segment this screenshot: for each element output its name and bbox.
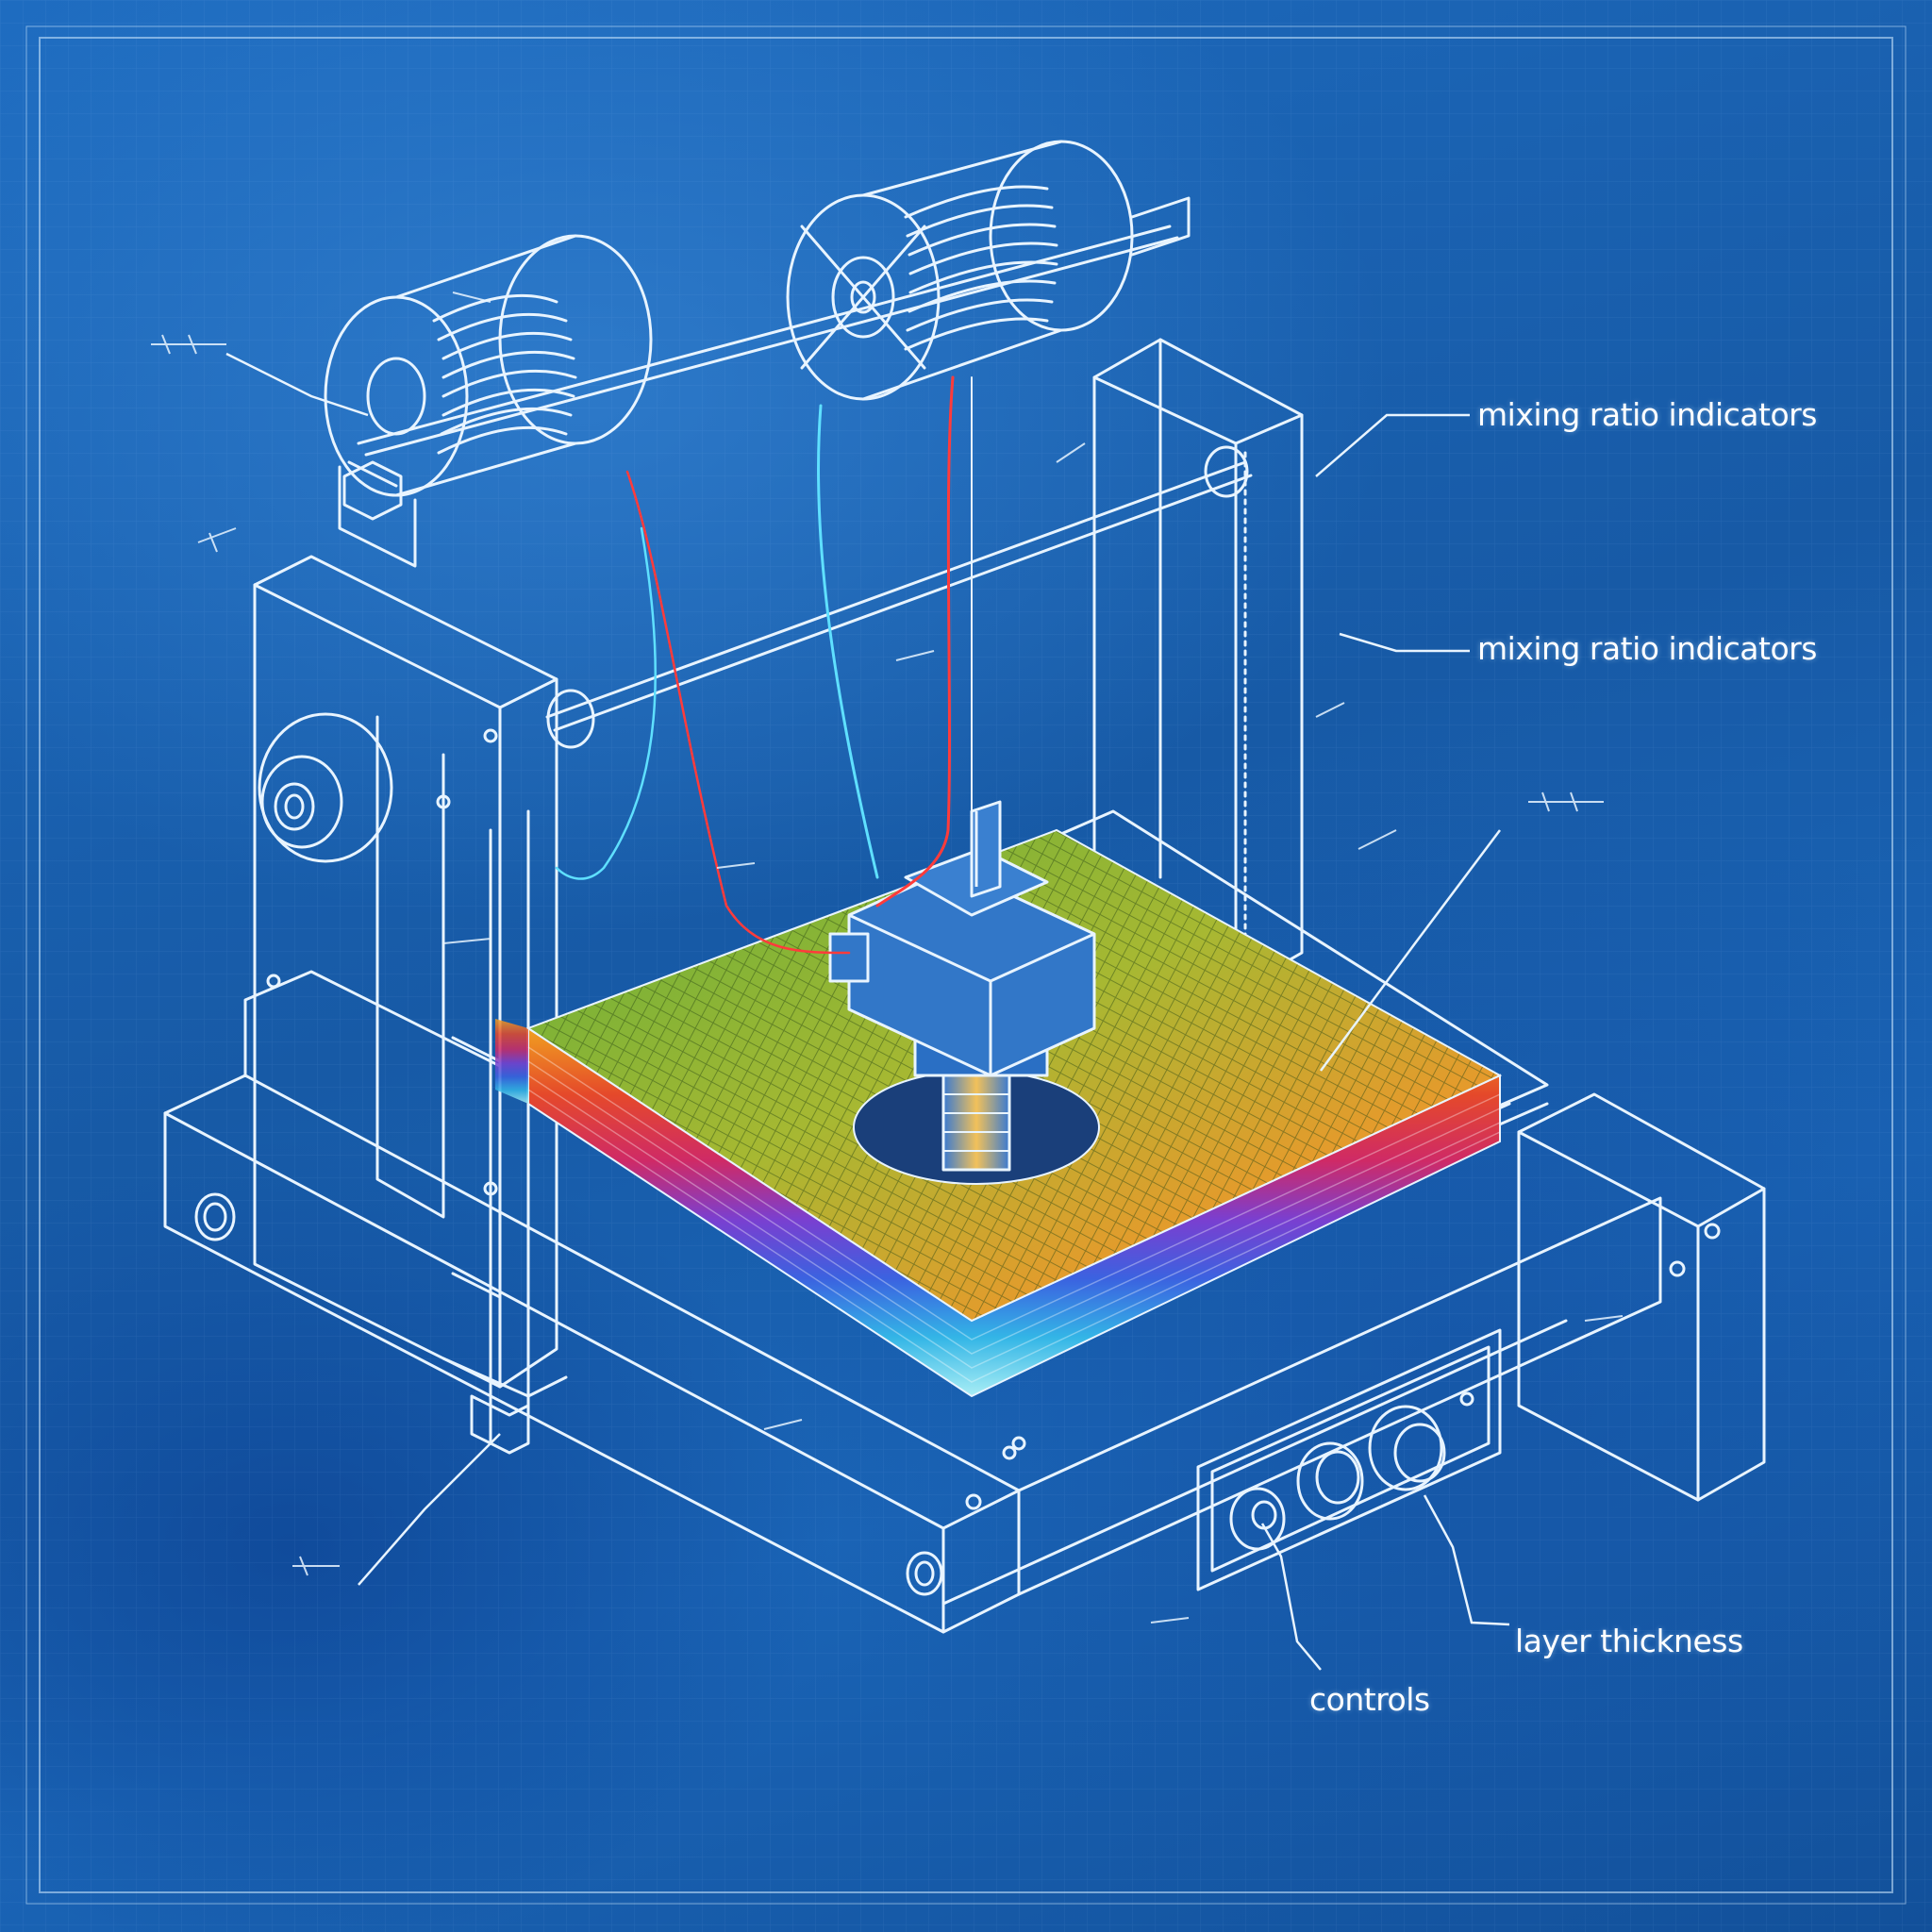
left-frame-knob-icon: [258, 712, 393, 863]
leader-line-build-plate: [1319, 829, 1501, 1072]
blueprint-border: [25, 25, 1907, 1905]
leader-line-mixing-ratio-1: [1315, 413, 1470, 477]
leader-lines: [225, 352, 1510, 1671]
print-head: [828, 800, 1096, 1172]
print-layers-left-side: [495, 1019, 528, 1104]
front-left-column: [441, 809, 568, 1455]
leader-line-base: [358, 1433, 501, 1586]
callout-controls: controls: [1309, 1681, 1430, 1718]
leader-line-mixing-ratio-2: [1339, 632, 1470, 653]
dimension-marks: [151, 291, 1624, 1624]
callout-mixing-ratio-indicators-2: mixing ratio indicators: [1477, 630, 1817, 667]
filament-red-line-left: [625, 470, 851, 955]
leader-line-controls: [1260, 1523, 1322, 1671]
control-knob-right-icon: [1368, 1405, 1446, 1491]
callout-mixing-ratio-indicators-1: mixing ratio indicators: [1477, 396, 1817, 433]
filament-red-line: [875, 375, 955, 908]
leader-line-layer-thickness: [1423, 1494, 1510, 1626]
filament-cyan-line-left: [555, 526, 657, 880]
callout-layer-thickness: layer thickness: [1515, 1623, 1743, 1659]
control-knob-middle-icon: [1296, 1441, 1364, 1521]
front-cross-rod: [545, 445, 1253, 749]
left-filament-spool-icon: [324, 234, 653, 568]
printer-base: [163, 970, 1766, 1634]
filament-lines: [555, 375, 973, 955]
control-panel: [1196, 1328, 1502, 1591]
leader-line-left-spool: [225, 352, 369, 417]
right-filament-spool-icon: [786, 140, 1191, 401]
filament-cyan-line: [817, 404, 879, 879]
